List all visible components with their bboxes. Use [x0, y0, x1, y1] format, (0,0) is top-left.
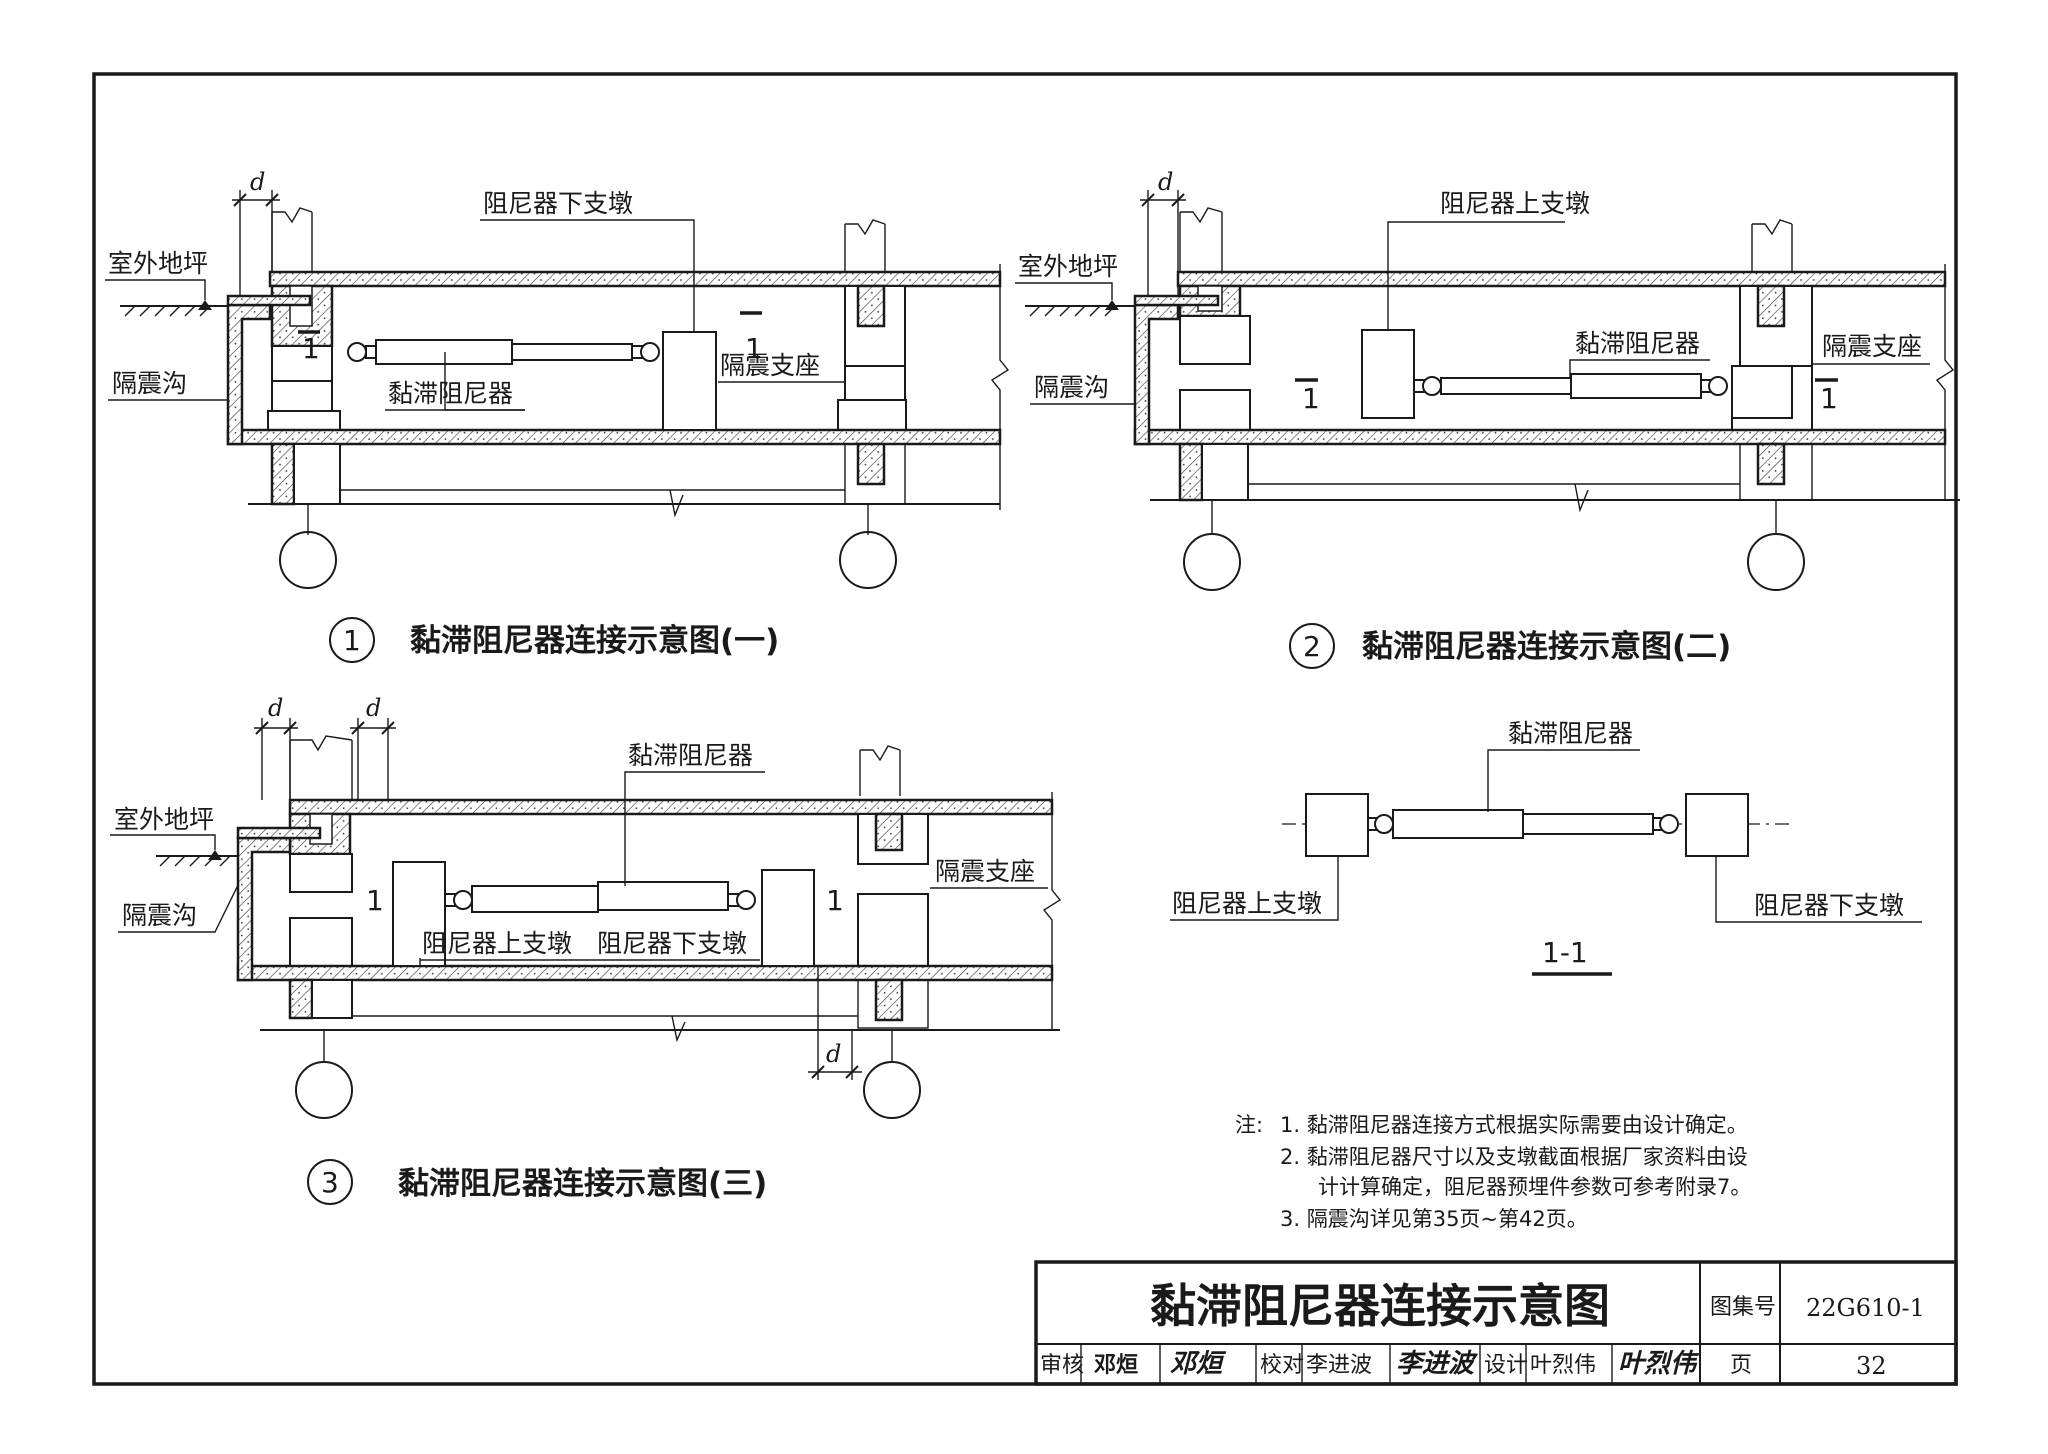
atlas-number: 22G610-1 — [1806, 1294, 1925, 1322]
label-bearing: 隔震支座 — [1822, 332, 1922, 361]
note-item: 3. 隔震沟详见第35页~第42页。 — [1280, 1207, 1588, 1231]
fig2-title: 黏滞阻尼器连接示意图(二) — [1362, 629, 1731, 665]
reviewer-signature: 邓烜 — [1170, 1349, 1227, 1379]
label-ground: 室外地坪 — [1018, 252, 1118, 281]
label-damper: 黏滞阻尼器 — [388, 379, 513, 408]
figure-2: d 1 1 — [1015, 168, 1960, 669]
label-upper-pier: 阻尼器上支墩 — [1172, 889, 1322, 918]
dim-d: d — [826, 1040, 841, 1068]
atlas-label: 图集号 — [1710, 1295, 1776, 1320]
fig3-title: 黏滞阻尼器连接示意图(三) — [398, 1166, 767, 1202]
label-lower-pier: 阻尼器下支墩 — [597, 929, 747, 958]
check-label: 校对 — [1260, 1353, 1304, 1378]
figure-3: d d — [110, 694, 1062, 1205]
sec-mark-left: 1 — [302, 332, 320, 365]
sec-mark-left: 1 — [366, 884, 384, 917]
dim-d: d — [1158, 168, 1173, 196]
review-label: 审核 — [1040, 1353, 1084, 1378]
label-ground: 室外地坪 — [114, 805, 214, 834]
sheet-title: 黏滞阻尼器连接示意图 — [1150, 1279, 1610, 1333]
fig1-title: 黏滞阻尼器连接示意图(一) — [410, 623, 779, 659]
fig3-number: 3 — [321, 1166, 339, 1199]
reviewer-name: 邓烜 — [1094, 1353, 1138, 1378]
label-lower-pier: 阻尼器下支墩 — [483, 189, 633, 218]
sec-mark-right: 1 — [1820, 382, 1838, 415]
fig2-number: 2 — [1303, 630, 1321, 663]
grid-axis-circle — [279, 531, 337, 589]
note-item: 计计算确定，阻尼器预埋件参数可参考附录7。 — [1318, 1175, 1751, 1199]
title-block: 黏滞阻尼器连接示意图 图集号 22G610-1 审核 邓烜 邓烜 校对 李进波 … — [1034, 1260, 1958, 1386]
label-lower-pier: 阻尼器下支墩 — [1754, 891, 1904, 920]
label-trench: 隔震沟 — [1034, 373, 1109, 402]
checker-signature: 李进波 — [1396, 1349, 1479, 1379]
grid-axis-circle — [863, 1061, 921, 1119]
grid-axis-circle — [839, 531, 897, 589]
label-trench: 隔震沟 — [122, 901, 197, 930]
grid-axis-circle — [1747, 533, 1805, 591]
label-ground: 室外地坪 — [108, 249, 208, 278]
figure-1: d — [105, 168, 1010, 663]
designer-name: 叶烈伟 — [1530, 1353, 1596, 1378]
note-item: 2. 黏滞阻尼器尺寸以及支墩截面根据厂家资料由设 — [1280, 1145, 1748, 1169]
label-bearing: 隔震支座 — [720, 351, 820, 380]
sec-mark-left: 1 — [1302, 382, 1320, 415]
dim-d: d — [250, 168, 265, 196]
label-upper-pier: 阻尼器上支墩 — [1440, 189, 1590, 218]
checker-name: 李进波 — [1306, 1353, 1372, 1378]
section-title: 1-1 — [1542, 936, 1588, 969]
fig1-number: 1 — [343, 624, 361, 657]
notes: 注: 1. 黏滞阻尼器连接方式根据实际需要由设计确定。 2. 黏滞阻尼器尺寸以及… — [1235, 1113, 1751, 1231]
section-1-1: 黏滞阻尼器 阻尼器上支墩 阻尼器下支墩 1-1 — [1170, 719, 1922, 976]
notes-prefix: 注: — [1235, 1113, 1263, 1137]
page-label: 页 — [1730, 1353, 1752, 1378]
sec-mark-right: 1 — [826, 884, 844, 917]
dim-d: d — [366, 694, 381, 722]
note-item: 1. 黏滞阻尼器连接方式根据实际需要由设计确定。 — [1280, 1113, 1748, 1137]
page-number: 32 — [1856, 1352, 1887, 1380]
label-bearing: 隔震支座 — [935, 857, 1035, 886]
label-upper-pier: 阻尼器上支墩 — [422, 929, 572, 958]
label-damper: 黏滞阻尼器 — [1508, 719, 1633, 748]
sec-mark-right: 1 — [745, 332, 763, 365]
label-trench: 隔震沟 — [112, 369, 187, 398]
grid-axis-circle — [295, 1061, 353, 1119]
sheet-frame — [92, 72, 1958, 1386]
design-label: 设计 — [1484, 1353, 1528, 1378]
label-damper: 黏滞阻尼器 — [628, 741, 753, 770]
label-damper: 黏滞阻尼器 — [1575, 329, 1700, 358]
designer-signature: 叶烈伟 — [1618, 1349, 1700, 1379]
dim-d: d — [268, 694, 283, 722]
grid-axis-circle — [1183, 533, 1241, 591]
